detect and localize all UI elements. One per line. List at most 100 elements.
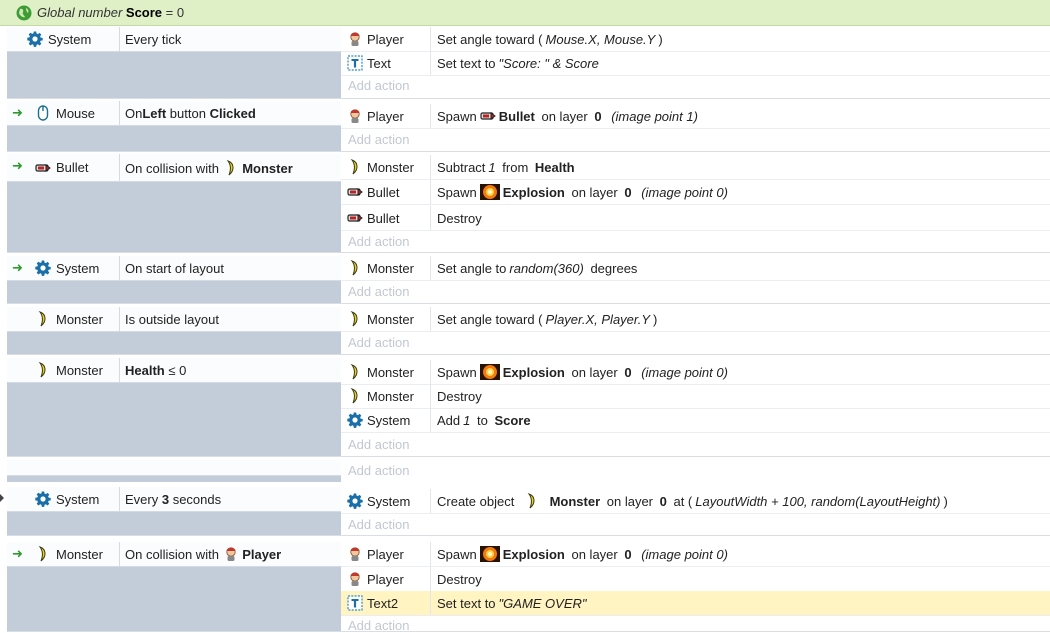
action-text: Destroy: [437, 210, 482, 226]
gear-icon: [35, 491, 51, 507]
action-text: Set angle toward (Player.X, Player.Y): [437, 311, 658, 327]
condition-object-name: Bullet: [56, 160, 89, 175]
action-text: Spawn Explosion on layer 0 (image point …: [437, 184, 728, 200]
add-action-link[interactable]: Add action: [348, 517, 410, 532]
bullet-icon: [347, 210, 363, 226]
condition-row[interactable]: System Every tick: [7, 27, 341, 52]
condition-row[interactable]: Monster Health ≤ 0: [7, 358, 341, 383]
condition-text: Health ≤ 0: [125, 362, 187, 378]
text-object-icon: [347, 595, 363, 611]
action-row[interactable]: Text Set text to "Score: " & Score: [341, 51, 1050, 76]
action-row[interactable]: System Add 1 to Score: [341, 408, 1050, 433]
add-action-link[interactable]: Add action: [348, 234, 410, 249]
event-block[interactable]: ➜ Mouse On Left button Clicked Player Sp…: [7, 101, 1050, 152]
action-row-selected[interactable]: Text2 Set text to "GAME OVER": [341, 591, 1050, 616]
event-block[interactable]: ➜ Monster On collision with Player Playe…: [7, 542, 1050, 633]
player-icon: [347, 31, 363, 47]
action-column: Player Spawn Bullet on layer 0 (image po…: [341, 101, 1050, 151]
action-row[interactable]: Monster Spawn Explosion on layer 0 (imag…: [341, 360, 1050, 385]
action-row[interactable]: Player Spawn Explosion on layer 0 (image…: [341, 542, 1050, 567]
bullet-icon: [480, 108, 496, 124]
condition-object[interactable]: Mouse: [35, 101, 120, 125]
condition-object-name: Mouse: [56, 105, 96, 121]
explosion-icon: [480, 364, 500, 380]
action-column: Monster Set angle toward (Player.X, Play…: [341, 307, 1050, 354]
mouse-icon: [35, 105, 51, 121]
action-column: Monster Set angle to random(360) degrees…: [341, 256, 1050, 303]
monster-icon: [347, 311, 363, 327]
event-block[interactable]: Monster Health ≤ 0 Monster Spawn Explosi…: [7, 358, 1050, 457]
condition-object[interactable]: Monster: [35, 358, 120, 382]
condition-text: Every 3 seconds: [125, 491, 222, 507]
global-variable-row[interactable]: Global number Score = 0: [0, 0, 1050, 26]
action-row[interactable]: System Create object Monster on layer 0 …: [341, 489, 1050, 514]
player-icon: [347, 571, 363, 587]
monster-icon: [347, 364, 363, 380]
condition-row[interactable]: ➜ Bullet On collision with Monster: [7, 154, 341, 182]
add-action-link[interactable]: Add action: [348, 78, 410, 93]
action-row[interactable]: Monster Set angle toward (Player.X, Play…: [341, 307, 1050, 332]
action-object-name: Player: [367, 31, 404, 47]
add-action-link[interactable]: Add action: [348, 132, 410, 147]
action-text: Spawn Bullet on layer 0 (image point 1): [437, 108, 698, 124]
action-text: Set text to "GAME OVER": [437, 595, 587, 611]
action-column: Monster Subtract 1 from Health Bullet Sp…: [341, 154, 1050, 252]
event-block[interactable]: ➜ System On start of layout Monster Set …: [7, 256, 1050, 304]
event-block[interactable]: System Every tick Player Set angle towar…: [7, 27, 1050, 99]
action-row[interactable]: Monster Subtract 1 from Health: [341, 155, 1050, 180]
action-text: Spawn Explosion on layer 0 (image point …: [437, 546, 728, 562]
global-variable-name: Score: [125, 5, 163, 20]
bullet-icon: [347, 184, 363, 200]
add-action-link[interactable]: Add action: [348, 437, 410, 452]
action-row[interactable]: Bullet Spawn Explosion on layer 0 (image…: [341, 180, 1050, 205]
action-object-name: Text: [367, 55, 391, 71]
add-action-link[interactable]: Add action: [348, 335, 410, 350]
trigger-arrow-icon: ➜: [12, 260, 23, 275]
monster-icon: [35, 362, 51, 378]
empty-event-block[interactable]: Add action: [7, 460, 1050, 482]
action-column: Monster Spawn Explosion on layer 0 (imag…: [341, 358, 1050, 456]
monster-icon: [347, 388, 363, 404]
action-object-name: Player: [367, 571, 404, 587]
condition-row[interactable]: ➜ Mouse On Left button Clicked: [7, 101, 341, 126]
condition-text: Every tick: [125, 31, 182, 47]
gear-icon: [35, 260, 51, 276]
action-text: Add 1 to Score: [437, 412, 531, 428]
event-block[interactable]: Monster Is outside layout Monster Set an…: [7, 307, 1050, 355]
action-row[interactable]: Player Set angle toward (Mouse.X, Mouse.…: [341, 27, 1050, 52]
condition-row[interactable]: Monster Is outside layout: [7, 307, 341, 332]
condition-object[interactable]: System: [35, 487, 120, 511]
action-row[interactable]: Bullet Destroy: [341, 206, 1050, 231]
event-block[interactable]: System Every 3 seconds System Create obj…: [7, 487, 1050, 536]
add-action-link[interactable]: Add action: [348, 284, 410, 299]
action-row[interactable]: Player Spawn Bullet on layer 0 (image po…: [341, 104, 1050, 129]
action-column: System Create object Monster on layer 0 …: [341, 487, 1050, 535]
empty-action-column: Add action: [341, 460, 1050, 482]
condition-row[interactable]: ➜ Monster On collision with Player: [7, 542, 341, 567]
action-object-name: Player: [367, 108, 404, 124]
empty-condition-row[interactable]: [7, 460, 341, 476]
add-action-link[interactable]: Add action: [348, 463, 410, 478]
condition-object[interactable]: Monster: [35, 307, 120, 331]
condition-object[interactable]: System: [27, 27, 120, 51]
monster-icon: [223, 160, 239, 176]
action-row[interactable]: Player Destroy: [341, 567, 1050, 592]
action-object-name: Monster: [367, 311, 414, 327]
condition-object[interactable]: System: [35, 256, 120, 280]
condition-object[interactable]: Bullet: [35, 154, 120, 181]
bullet-icon: [35, 160, 51, 176]
player-icon: [223, 546, 239, 562]
action-object-name: Monster: [367, 260, 414, 276]
monster-icon: [347, 260, 363, 276]
action-row[interactable]: Monster Set angle to random(360) degrees: [341, 256, 1050, 281]
condition-object-name: System: [56, 491, 100, 507]
action-column: Player Spawn Explosion on layer 0 (image…: [341, 542, 1050, 633]
action-row[interactable]: Monster Destroy: [341, 384, 1050, 409]
action-object-name: Bullet: [367, 184, 400, 200]
condition-object[interactable]: Monster: [35, 542, 120, 566]
condition-text: On start of layout: [125, 260, 224, 276]
condition-row[interactable]: System Every 3 seconds: [7, 487, 341, 512]
condition-row[interactable]: ➜ System On start of layout: [7, 256, 341, 281]
event-block[interactable]: ➜ Bullet On collision with Monster Monst…: [7, 154, 1050, 253]
trigger-arrow-icon: ➜: [12, 546, 23, 561]
